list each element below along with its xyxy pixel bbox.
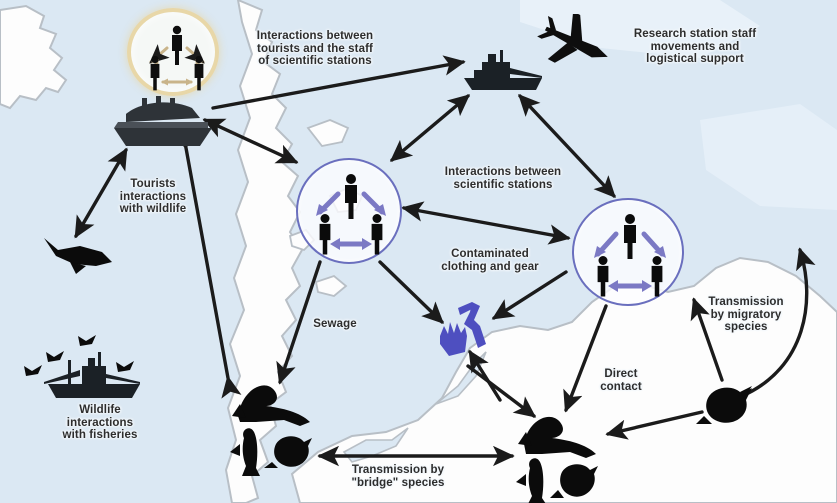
seabird-icon <box>24 335 134 376</box>
seal-penguin-bird-icon <box>516 416 598 503</box>
whale-icon <box>44 238 112 274</box>
arrow-migratory-curve <box>740 247 816 398</box>
bird-icon <box>696 386 752 424</box>
arrow-gear-to-wildlife-right <box>466 364 537 418</box>
cruise-ship-icon <box>114 96 212 146</box>
human-figures <box>319 174 383 255</box>
cruise-ship[interactable] <box>96 88 224 150</box>
fishing-vessel-icon <box>44 352 140 398</box>
glove-and-boot-icon <box>440 302 486 356</box>
tourist-group-icon <box>149 25 205 91</box>
arrow-cruise-to-station-left <box>202 118 299 164</box>
arrow-station-left-to-station-right <box>401 201 571 245</box>
arrow-vessel-to-station-left <box>389 94 471 162</box>
arrow-sewage-to-wildlife <box>276 260 322 385</box>
research-vessel-icon <box>464 50 542 90</box>
arrow-migratory-bird-to-wildlife <box>605 410 704 440</box>
arrow-migratory-to-station-right <box>690 297 724 382</box>
fishing-vessel[interactable] <box>36 348 154 404</box>
arrow-vessel-to-station-right <box>518 94 616 198</box>
airplane-icon <box>537 11 608 63</box>
arrow-wildlife-right-to-gear <box>468 349 502 402</box>
airplane[interactable] <box>534 11 616 74</box>
contaminated-gear[interactable] <box>430 296 504 370</box>
island-d <box>314 274 348 297</box>
station-staff-circle-right[interactable] <box>572 198 684 306</box>
arrow-station-right-to-gear <box>491 270 568 320</box>
sea-patch-top <box>520 0 760 58</box>
sea-patch-right <box>700 104 837 210</box>
station-staff-group-icon <box>316 174 386 255</box>
research-vessel[interactable] <box>458 44 554 96</box>
whale[interactable] <box>40 232 116 278</box>
arrow-cruise-to-wildlife-left <box>172 127 242 399</box>
landmass-left <box>0 4 68 110</box>
migratory-bird[interactable] <box>694 376 756 430</box>
wildlife-cluster-right[interactable] <box>500 408 618 503</box>
arrow-direct-contact <box>563 304 608 413</box>
arrow-cruise-to-whale <box>74 147 128 239</box>
seal-penguin-bird-icon <box>230 385 312 476</box>
station-staff-circle-left[interactable] <box>296 158 402 264</box>
wildlife-cluster-left[interactable] <box>216 372 334 490</box>
seabirds-flock <box>18 330 148 380</box>
arrow-cruise-to-vessel <box>211 55 466 110</box>
human-figures <box>597 214 663 297</box>
station-staff-group-icon <box>594 214 666 297</box>
human-figures <box>150 25 204 91</box>
island-a <box>306 119 350 147</box>
tourist-group-circle[interactable] <box>127 8 219 96</box>
arrow-station-left-to-gear <box>378 260 444 324</box>
